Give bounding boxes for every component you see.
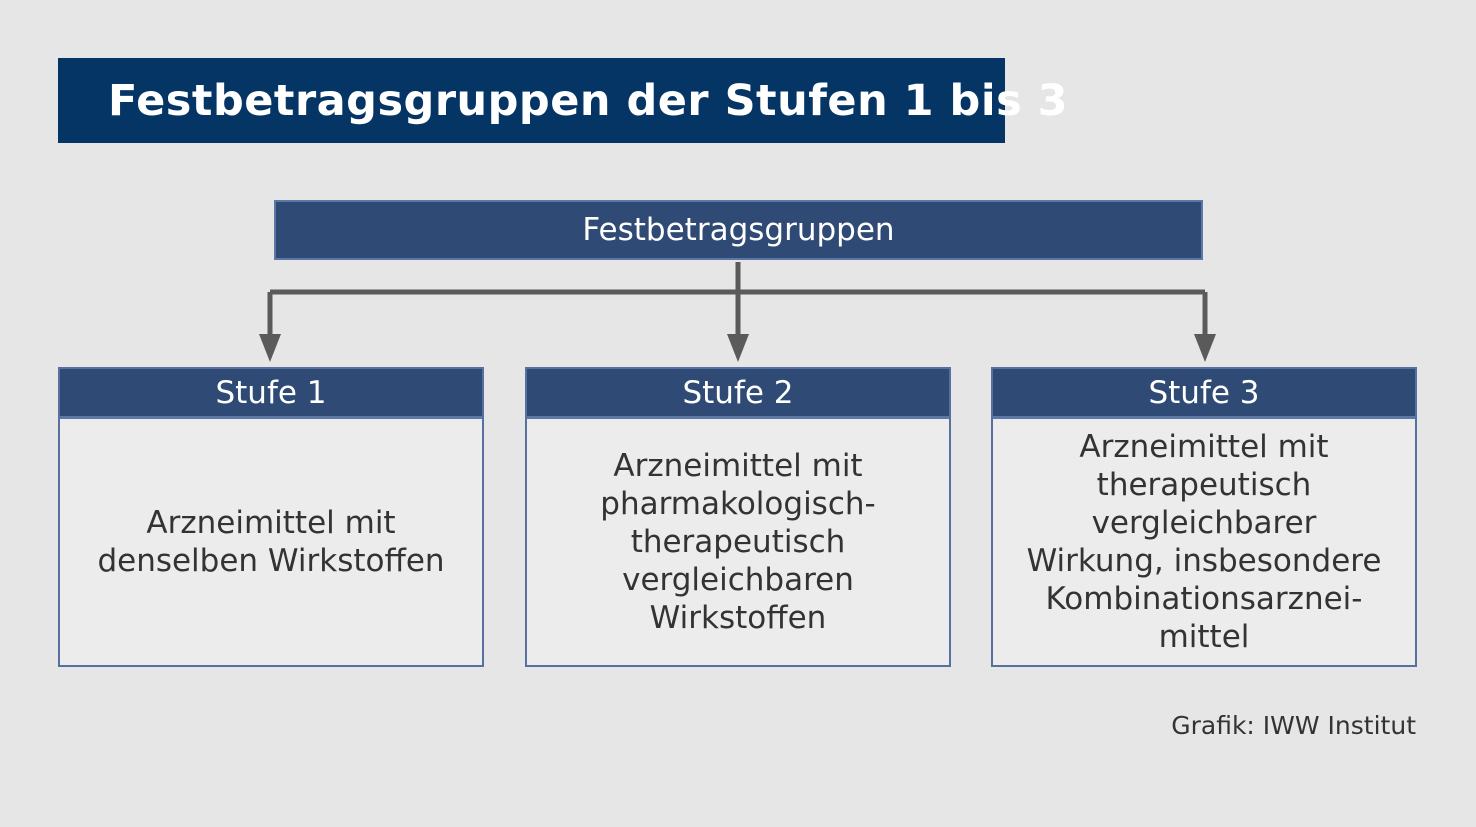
- root-node-festbetragsgruppen: Festbetragsgruppen: [274, 200, 1203, 260]
- stage-box-stufe-2: Stufe 2 Arzneimittel mit pharmakologisch…: [525, 367, 951, 667]
- stage-description-stufe-2: Arzneimittel mit pharmakologisch- therap…: [600, 448, 876, 636]
- arrowhead-stufe-1: [259, 334, 281, 362]
- arrowhead-stufe-2: [727, 334, 749, 362]
- diagram-title: Festbetragsgruppen der Stufen 1 bis 3: [58, 58, 1068, 143]
- stage-header-stufe-1: Stufe 1: [60, 369, 482, 419]
- source-credit: Grafik: IWW Institut: [1171, 711, 1416, 740]
- arrowhead-stufe-3: [1194, 334, 1216, 362]
- stage-header-stufe-3: Stufe 3: [993, 369, 1415, 419]
- stage-description-stufe-3: Arzneimittel mit therapeutisch vergleich…: [1026, 429, 1382, 655]
- stage-description-stufe-1: Arzneimittel mit denselben Wirkstoffen: [97, 505, 445, 579]
- root-node-label: Festbetragsgruppen: [582, 212, 895, 248]
- stage-box-stufe-1: Stufe 1 Arzneimittel mit denselben Wirks…: [58, 367, 484, 667]
- stage-box-stufe-3: Stufe 3 Arzneimittel mit therapeutisch v…: [991, 367, 1417, 667]
- stage-header-stufe-2: Stufe 2: [527, 369, 949, 419]
